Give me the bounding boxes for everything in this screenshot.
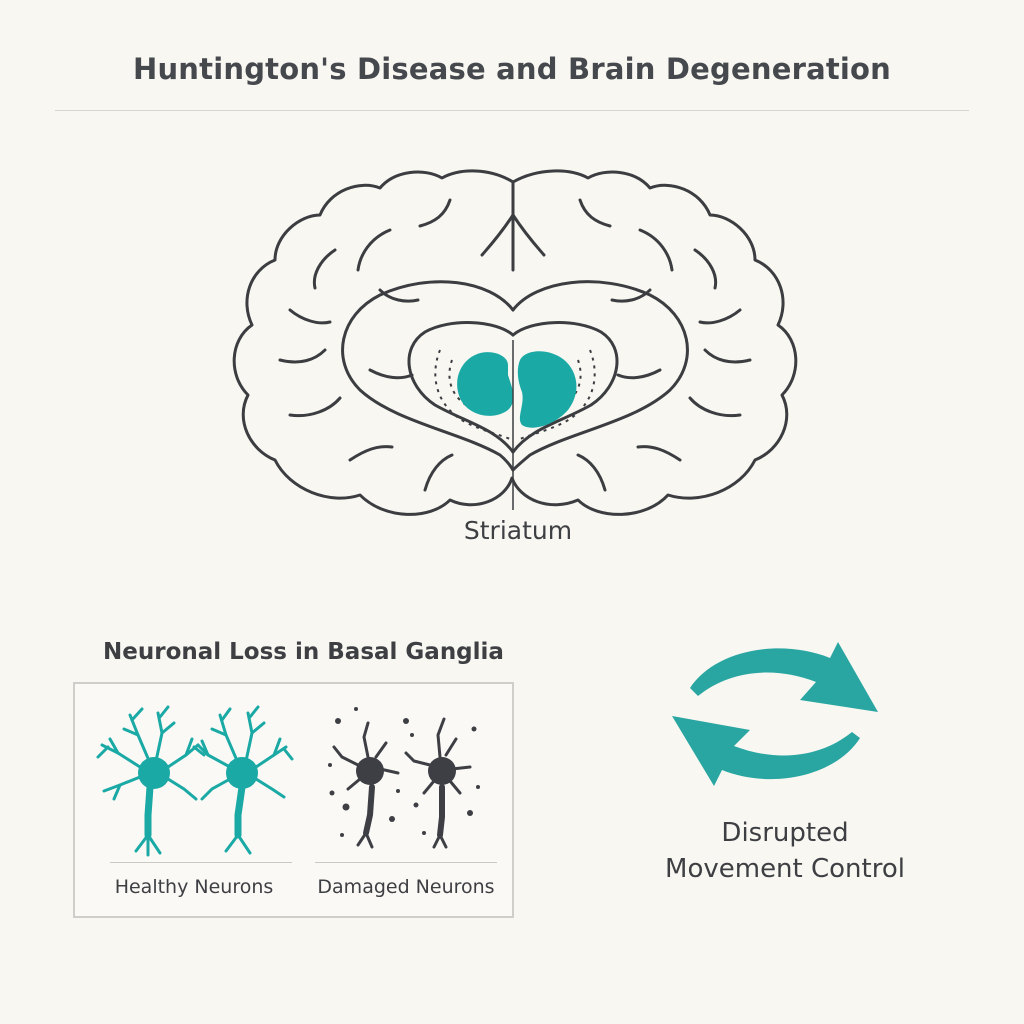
effect-label: Disrupted Movement Control [640, 815, 930, 887]
panel-title: Neuronal Loss in Basal Ganglia [103, 639, 504, 665]
effect-line-1: Disrupted [721, 818, 849, 848]
page-title: Huntington's Disease and Brain Degenerat… [132, 52, 892, 86]
healthy-divider [110, 862, 292, 863]
title-divider [55, 110, 969, 111]
striatum-left [457, 352, 514, 416]
brain-outline [232, 169, 798, 516]
striatum-label: Striatum [463, 516, 573, 545]
effect-line-2: Movement Control [665, 854, 905, 884]
healthy-neuron-icon [96, 705, 206, 857]
healthy-neurons-label: Healthy Neurons [114, 876, 274, 898]
damaged-divider [315, 862, 497, 863]
damaged-neurons-label: Damaged Neurons [317, 876, 495, 898]
brain-diagram [232, 169, 798, 516]
striatum-right [517, 351, 577, 428]
cycle-arrows-icon [672, 642, 878, 786]
damaged-neuron-icon [332, 721, 400, 849]
neuron-illustrations [96, 705, 480, 857]
